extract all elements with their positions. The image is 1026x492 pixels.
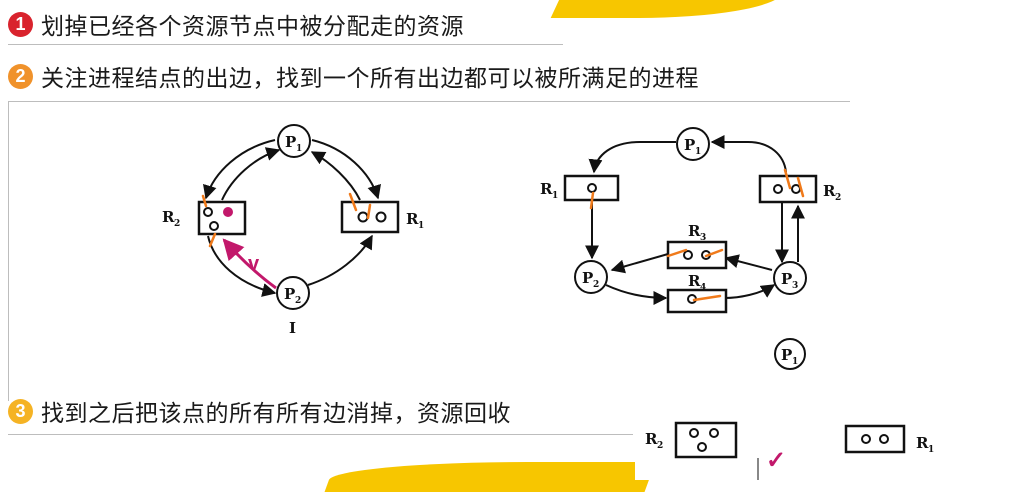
svg-text:R: R bbox=[540, 180, 553, 198]
svg-text:1: 1 bbox=[552, 191, 558, 201]
svg-text:R: R bbox=[645, 430, 658, 448]
result-r2-box bbox=[674, 421, 738, 459]
step-1-badge: 1 bbox=[8, 11, 33, 37]
step-3: 3 找到之后把该点的所有所有边消掉，资源回收 bbox=[8, 393, 511, 429]
step-2-text: 关注进程结点的出边，找到一个所有出边都可以被所满足的进程 bbox=[41, 66, 699, 92]
svg-text:R: R bbox=[823, 182, 836, 200]
graph1-caption: I bbox=[289, 319, 296, 337]
svg-text:2: 2 bbox=[657, 441, 663, 451]
svg-text:1: 1 bbox=[418, 221, 424, 231]
graph-1: P 1 P 2 I R 2 R 1 v bbox=[162, 124, 424, 337]
divider-3 bbox=[8, 434, 633, 435]
edge-p2-r1 bbox=[307, 234, 373, 286]
p2-node bbox=[276, 276, 310, 310]
svg-text:1: 1 bbox=[928, 445, 934, 455]
svg-text:P: P bbox=[781, 346, 792, 364]
p1-node bbox=[277, 124, 311, 158]
result-r1-box bbox=[844, 424, 906, 454]
edge-p2-r2-highlight bbox=[222, 238, 277, 290]
step-3-text: 找到之后把该点的所有所有边消掉，资源回收 bbox=[41, 401, 511, 427]
graph2-strike-marks bbox=[589, 168, 805, 302]
svg-text:R: R bbox=[916, 434, 929, 452]
edge-r2-p1-inner bbox=[221, 147, 281, 201]
svg-text:3: 3 bbox=[700, 233, 706, 243]
svg-text:2: 2 bbox=[174, 219, 180, 229]
left-border bbox=[8, 101, 9, 401]
svg-text:1: 1 bbox=[296, 144, 302, 154]
svg-text:3: 3 bbox=[792, 281, 798, 291]
diagrams-canvas: P 1 P 2 I R 2 R 1 v bbox=[162, 124, 841, 370]
divider-2 bbox=[8, 101, 850, 102]
result-graph: P 1 bbox=[774, 338, 806, 370]
graph1-strike-marks bbox=[201, 192, 372, 248]
step-2: 2 关注进程结点的出边，找到一个所有出边都可以被所满足的进程 bbox=[8, 58, 699, 94]
divider-1 bbox=[8, 44, 563, 45]
graph-2: P 1 P 2 P 3 R 1 R 2 R 3 R 4 bbox=[540, 127, 841, 314]
svg-text:R: R bbox=[162, 208, 175, 226]
graph1-check-mark: v bbox=[248, 253, 260, 275]
svg-text:2: 2 bbox=[295, 296, 301, 306]
svg-text:1: 1 bbox=[695, 147, 701, 157]
result-resources: R 2 ✓ R 1 bbox=[645, 421, 934, 480]
result-check-mark: ✓ bbox=[766, 447, 786, 474]
svg-text:1: 1 bbox=[792, 357, 798, 367]
svg-text:2: 2 bbox=[593, 280, 599, 290]
svg-text:P: P bbox=[284, 285, 295, 303]
step-2-badge: 2 bbox=[8, 63, 33, 89]
step-1-text: 划掉已经各个资源节点中被分配走的资源 bbox=[41, 14, 464, 40]
svg-text:P: P bbox=[582, 269, 593, 287]
step-1: 1 划掉已经各个资源节点中被分配走的资源 bbox=[8, 6, 464, 42]
svg-text:P: P bbox=[684, 136, 695, 154]
svg-text:4: 4 bbox=[700, 283, 706, 293]
edge-r1-p1-inner bbox=[310, 151, 361, 201]
svg-text:P: P bbox=[781, 270, 792, 288]
edge-p1-r2-outer bbox=[203, 139, 276, 200]
edge-p1-r1 bbox=[311, 139, 381, 200]
svg-text:R: R bbox=[688, 272, 701, 290]
svg-text:2: 2 bbox=[835, 193, 841, 203]
svg-text:R: R bbox=[688, 222, 701, 240]
step-3-badge: 3 bbox=[8, 398, 33, 424]
svg-text:P: P bbox=[285, 133, 296, 151]
svg-text:R: R bbox=[406, 210, 419, 228]
